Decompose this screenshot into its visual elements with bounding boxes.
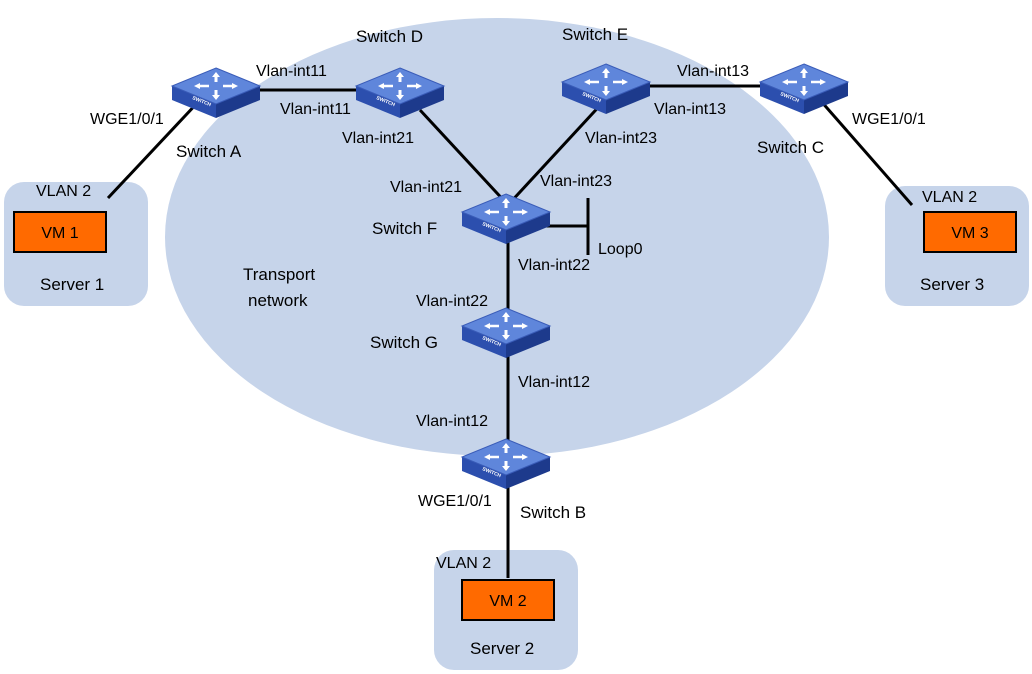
switch-f-icon: SWITCH — [461, 193, 551, 245]
vm-3-label: VM 3 — [951, 225, 988, 242]
transport-network-label-2: network — [248, 291, 308, 310]
iface-g-vlanint12: Vlan-int12 — [518, 374, 590, 391]
server-1-vlan: VLAN 2 — [36, 183, 91, 200]
iface-g-vlanint22: Vlan-int22 — [416, 293, 488, 310]
switch-g-icon: SWITCH — [461, 307, 551, 359]
iface-c-vlanint13: Vlan-int13 — [654, 101, 726, 118]
switch-d-icon: SWITCH — [355, 67, 445, 119]
iface-b-wge: WGE1/0/1 — [418, 493, 492, 510]
server-2-name: Server 2 — [470, 639, 534, 658]
link-e-f — [506, 98, 607, 207]
switch-a-icon: SWITCH — [171, 67, 261, 119]
vm-2-label: VM 2 — [489, 593, 526, 610]
iface-d-vlanint11: Vlan-int11 — [280, 101, 351, 118]
iface-e-vlanint23: Vlan-int23 — [585, 130, 657, 147]
switch-d-name: Switch D — [356, 27, 423, 46]
iface-d-vlanint21: Vlan-int21 — [342, 130, 414, 147]
iface-e-vlanint13: Vlan-int13 — [677, 63, 749, 80]
iface-f-loop0: Loop0 — [598, 241, 643, 258]
link-a-server1 — [106, 98, 202, 200]
server-3-vlan: VLAN 2 — [922, 189, 977, 206]
switch-g-name: Switch G — [370, 333, 438, 352]
vm-3-box — [923, 211, 1017, 253]
server-1-name: Server 1 — [40, 275, 104, 294]
switch-e-icon: SWITCH — [561, 63, 651, 115]
switch-e-name: Switch E — [562, 25, 628, 44]
switch-a-name: Switch A — [176, 142, 242, 161]
server-2-vlan: VLAN 2 — [436, 555, 491, 572]
switch-b-icon: SWITCH — [461, 438, 551, 490]
iface-a-wge: WGE1/0/1 — [90, 111, 164, 128]
vm-1-box — [13, 211, 107, 253]
iface-c-wge: WGE1/0/1 — [852, 111, 926, 128]
vm-2-box — [461, 579, 555, 621]
iface-a-vlanint11: Vlan-int11 — [256, 63, 327, 80]
link-d-f — [418, 108, 510, 207]
server-3-name: Server 3 — [920, 275, 984, 294]
vm-1-label: VM 1 — [41, 225, 78, 242]
iface-f-vlanint23: Vlan-int23 — [540, 173, 612, 190]
link-c-server3 — [818, 99, 914, 206]
switch-b-name: Switch B — [520, 503, 586, 522]
transport-network-label-1: Transport — [243, 265, 315, 284]
switch-f-name: Switch F — [372, 219, 437, 238]
iface-f-vlanint21: Vlan-int21 — [390, 179, 462, 196]
switch-c-icon: SWITCH — [759, 63, 849, 115]
switch-c-name: Switch C — [757, 138, 824, 157]
iface-f-vlanint22: Vlan-int22 — [518, 257, 590, 274]
iface-b-vlanint12: Vlan-int12 — [416, 413, 488, 430]
